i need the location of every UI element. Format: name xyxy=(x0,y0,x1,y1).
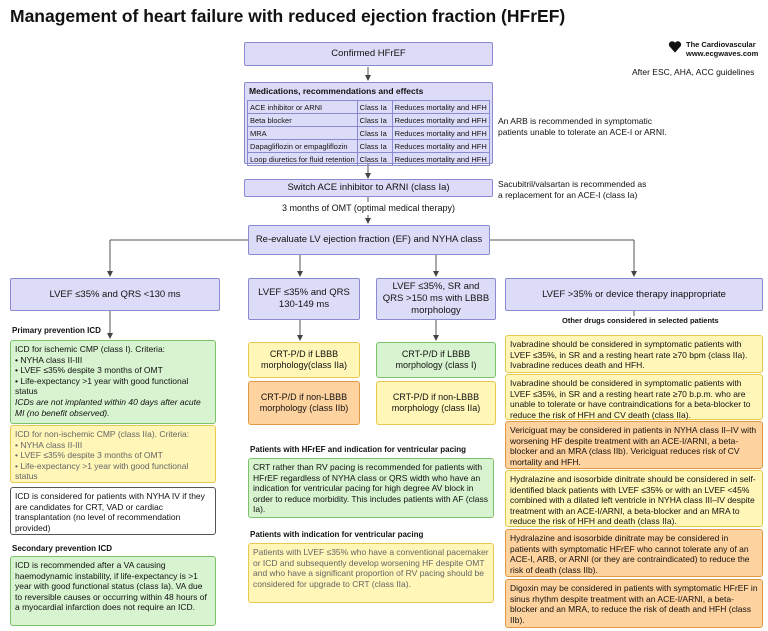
table-cell: Class Ia xyxy=(356,126,393,140)
secondary-prevention-box: ICD is recommended after a VA causing ha… xyxy=(10,556,216,626)
list-item: LVEF ≤35% despite 3 months of OMT xyxy=(15,450,211,461)
table-row: Beta blocker Class Ia Reduces mortality … xyxy=(247,113,490,127)
sacubitril-note: Sacubitril/valsartan is recommended as a… xyxy=(498,179,647,200)
arb-note: An ARB is recommended in symptomatic pat… xyxy=(498,116,667,137)
icd-ischemic-title: ICD for ischemic CMP (class I). Criteria… xyxy=(15,344,166,354)
table-cell: Reduces mortality and HFH xyxy=(391,152,490,166)
table-row: Loop diuretics for fluid retention Class… xyxy=(247,152,490,166)
digoxin-box: Digoxin may be considered in patients wi… xyxy=(505,579,763,628)
crt-nonlbbb-iia-box: CRT-P/D if non-LBBB morphology (class II… xyxy=(376,381,496,425)
medications-table: ACE inhibitor or ARNI Class Ia Reduces m… xyxy=(247,100,490,166)
icd-nyha4-box: ICD is considered for patients with NYHA… xyxy=(10,487,216,535)
heart-icon xyxy=(668,41,682,53)
crt-lbbb-iia-box: CRT-P/D if LBBB morphology(class IIa) xyxy=(248,342,360,378)
brand-name: The Cardiovascular xyxy=(686,40,756,49)
table-cell: Reduces mortality and HFH xyxy=(391,139,490,153)
table-cell: Class Ia xyxy=(356,100,393,114)
branch-lvef-over-35: LVEF >35% or device therapy inappropriat… xyxy=(505,278,763,311)
medications-title: Medications, recommendations and effects xyxy=(249,86,424,96)
branch-qrs-130-149: LVEF ≤35% and QRS 130-149 ms xyxy=(248,278,360,320)
table-cell: MRA xyxy=(247,126,358,140)
ivabradine-box-2: Ivabradine should be considered in sympt… xyxy=(505,374,763,420)
table-cell: Loop diuretics for fluid retention xyxy=(247,152,358,166)
omt-label: 3 months of OMT (optimal medical therapy… xyxy=(282,203,455,213)
brand-url: www.ecgwaves.com xyxy=(686,49,759,58)
pacing-heading-2: Patients with indication for ventricular… xyxy=(250,530,424,539)
switch-arni-box: Switch ACE inhibitor to ARNI (class Ia) xyxy=(244,179,493,197)
medications-box: Medications, recommendations and effects… xyxy=(244,82,493,166)
brand-logo: The Cardiovascular www.ecgwaves.com xyxy=(668,40,758,58)
icd-nonischemic-box: ICD for non-ischemic CMP (class IIa). Cr… xyxy=(10,425,216,483)
table-cell: Reduces mortality and HFH xyxy=(391,100,490,114)
ivabradine-box-1: Ivabradine should be considered in sympt… xyxy=(505,335,763,373)
table-row: MRA Class Ia Reduces mortality and HFH xyxy=(247,126,490,140)
list-item: NYHA class II-III xyxy=(15,440,211,451)
branch-qrs-over-150-lbbb: LVEF ≤35%, SR and QRS >150 ms with LBBB … xyxy=(376,278,496,320)
table-cell: Class Ia xyxy=(356,152,393,166)
crt-lbbb-i-box: CRT-P/D if LBBB morphology (class I) xyxy=(376,342,496,378)
table-cell: Reduces mortality and HFH xyxy=(391,113,490,127)
confirmed-hfref-box: Confirmed HFrEF xyxy=(244,42,493,66)
page-title: Management of heart failure with reduced… xyxy=(10,6,566,26)
table-row: Dapagliflozin or empagliflozin Class Ia … xyxy=(247,139,490,153)
icd-nonischemic-title: ICD for non-ischemic CMP (class IIa). Cr… xyxy=(15,429,190,439)
table-cell: Dapagliflozin or empagliflozin xyxy=(247,139,358,153)
icd-ischemic-note: ICDs are not implanted within 40 days af… xyxy=(15,396,201,418)
branch-qrs-under-130: LVEF ≤35% and QRS <130 ms xyxy=(10,278,220,311)
table-cell: Class Ia xyxy=(356,113,393,127)
pacing-heading-1: Patients with HFrEF and indication for v… xyxy=(250,445,467,454)
primary-prevention-heading: Primary prevention ICD xyxy=(12,326,101,335)
list-item: NYHA class II-III xyxy=(15,355,211,366)
hydralazine-box-2: Hydralazine and isosorbide dinitrate may… xyxy=(505,529,763,577)
secondary-prevention-heading: Secondary prevention ICD xyxy=(12,544,113,553)
hydralazine-box-1: Hydralazine and isosorbide dinitrate sho… xyxy=(505,470,763,527)
table-cell: Reduces mortality and HFH xyxy=(391,126,490,140)
pacing-box-2: Patients with LVEF ≤35% who have a conve… xyxy=(248,543,494,603)
table-cell: ACE inhibitor or ARNI xyxy=(247,100,358,114)
table-row: ACE inhibitor or ARNI Class Ia Reduces m… xyxy=(247,100,490,114)
other-drugs-heading: Other drugs considered in selected patie… xyxy=(562,316,719,325)
reevaluate-box: Re-evaluate LV ejection fraction (EF) an… xyxy=(248,225,490,255)
guidelines-note: After ESC, AHA, ACC guidelines xyxy=(632,67,755,77)
list-item: Life-expectancy >1 year with good functi… xyxy=(15,376,211,397)
table-cell: Class Ia xyxy=(356,139,393,153)
table-cell: Beta blocker xyxy=(247,113,358,127)
pacing-box-1: CRT rather than RV pacing is recommended… xyxy=(248,458,494,518)
list-item: Life-expectancy >1 year with good functi… xyxy=(15,461,211,482)
vericiguat-box: Vericiguat may be considered in patients… xyxy=(505,421,763,469)
icd-ischemic-box: ICD for ischemic CMP (class I). Criteria… xyxy=(10,340,216,424)
list-item: LVEF ≤35% despite 3 months of OMT xyxy=(15,365,211,376)
crt-nonlbbb-iib-box: CRT-P/D if non-LBBB morphology (class II… xyxy=(248,381,360,425)
